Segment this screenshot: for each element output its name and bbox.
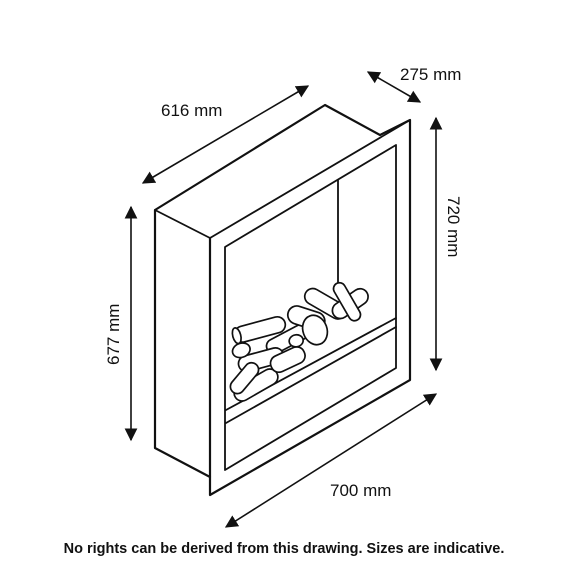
dimension-lines xyxy=(124,71,443,528)
top-width-label: 616 mm xyxy=(161,101,222,120)
total-width-label: 700 mm xyxy=(330,481,391,500)
depth-dimension-line xyxy=(366,71,422,103)
dimension-labels: 275 mm 616 mm 720 mm 677 mm 700 mm xyxy=(104,65,463,500)
outer-top-back-edge xyxy=(153,103,412,497)
total-height-label: 720 mm xyxy=(444,196,463,257)
top-surface-edge xyxy=(154,119,411,239)
top-width-dimension-line xyxy=(141,85,310,184)
total-width-dimension-line xyxy=(224,393,438,528)
inner-height-label: 677 mm xyxy=(104,304,123,365)
disclaimer-text: No rights can be derived from this drawi… xyxy=(63,541,505,557)
logs xyxy=(229,281,369,402)
front-opening xyxy=(224,144,397,471)
fireplace-drawing xyxy=(153,103,412,497)
depth-label: 275 mm xyxy=(400,65,461,84)
